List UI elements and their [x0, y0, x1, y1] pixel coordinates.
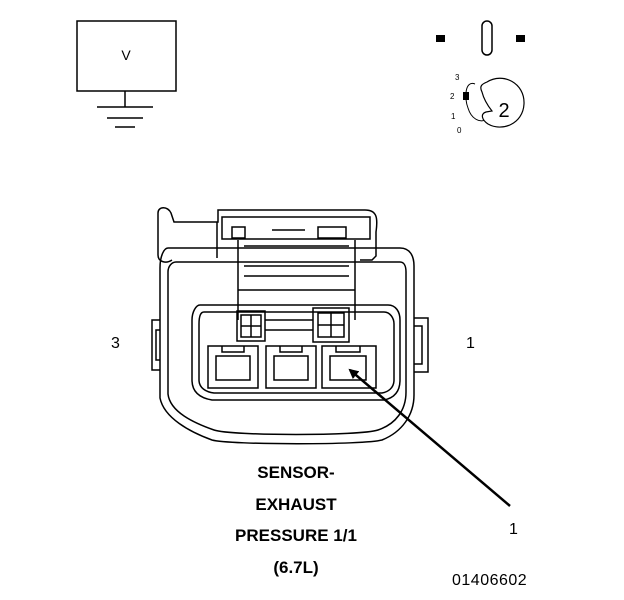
cavity-label-right: 1 [466, 335, 475, 352]
voltage-label: V [121, 47, 131, 63]
cavity-3 [207, 345, 259, 389]
cavity-1 [321, 345, 377, 389]
caption-line-4: (6.7L) [273, 557, 319, 577]
caption-line-3: PRESSURE 1/1 [235, 526, 357, 545]
caption-line-2: EXHAUST [255, 494, 337, 514]
indicator-marker [463, 92, 469, 100]
indicator-scale-1: 1 [451, 112, 456, 121]
cavity-label-left: 3 [111, 335, 120, 352]
indicator-dial-icon [480, 77, 525, 128]
indicator-dial-back [465, 82, 489, 122]
callout-arrow [348, 368, 511, 507]
indicator-dot-right [516, 35, 525, 42]
connector-outer-shell [159, 247, 415, 445]
position-indicator [436, 20, 525, 128]
indicator-slot [481, 20, 493, 56]
figure-number: 01406602 [452, 572, 528, 589]
indicator-value: 2 [498, 100, 509, 122]
tpa-window-right [312, 307, 350, 343]
indicator-scale-2: 2 [450, 92, 455, 101]
indicator-scale-0: 0 [457, 126, 462, 135]
voltage-box [76, 20, 177, 92]
indicator-dot-left [436, 35, 445, 42]
callout-label: 1 [509, 521, 518, 538]
indicator-scale-3: 3 [455, 73, 460, 82]
side-tab-right [414, 317, 429, 373]
diagram-caption: SENSOR- EXHAUST PRESSURE 1/1 (6.7L) [196, 457, 396, 583]
tpa-window-left [236, 310, 266, 342]
connector-body [151, 207, 429, 445]
connector-latch [157, 207, 378, 261]
caption-line-1: SENSOR- [257, 463, 335, 482]
side-tab-left [151, 319, 160, 371]
voltage-ground-symbol [76, 20, 177, 128]
cavity-2 [265, 345, 317, 389]
